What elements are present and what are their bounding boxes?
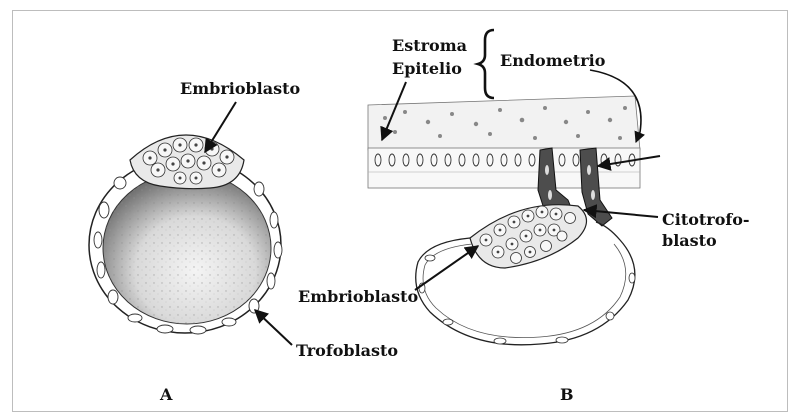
label-b-epitelio: Epitelio bbox=[392, 59, 462, 78]
panel-a-letter: A bbox=[159, 385, 173, 404]
label-b-endometrio: Endometrio bbox=[500, 51, 606, 70]
label-b-citotrofo-2: blasto bbox=[662, 231, 717, 250]
panel-b-letter: B bbox=[560, 385, 574, 404]
panel-b-implantation bbox=[368, 96, 640, 345]
label-b-estroma: Estroma bbox=[392, 36, 467, 55]
label-a-trofoblasto: Trofoblasto bbox=[296, 341, 398, 360]
arrow-a-trofoblasto bbox=[255, 310, 292, 345]
panel-a-blastocyst bbox=[89, 135, 282, 334]
endometrio-brace bbox=[478, 30, 494, 98]
label-a-embrioblasto: Embrioblasto bbox=[180, 79, 301, 98]
stroma-band bbox=[368, 96, 640, 150]
label-b-embrioblasto: Embrioblasto bbox=[298, 287, 419, 306]
label-b-citotrofo-1: Citotrofo- bbox=[662, 210, 750, 229]
